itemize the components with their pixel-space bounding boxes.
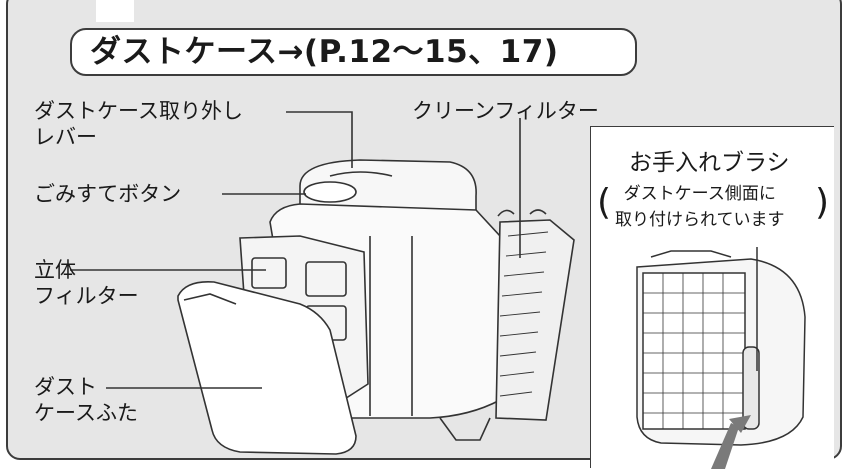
label-solid-filter-line2: フィルター [34,284,139,308]
paren-left: ( [597,182,612,223]
release-lever-shape [329,171,393,177]
inset-note-line2: 取り付けられています [615,210,785,230]
label-case-cover-line1: ダスト [34,375,97,399]
label-solid-filter: 立体 フィルター [34,257,139,309]
inset-note: ダストケース側面に 取り付けられています [615,181,785,233]
label-release-lever-line1: ダストケース取り外し [34,99,243,123]
inset-brush-shape [742,346,760,430]
label-trash-button: ごみすてボタン [34,182,182,206]
frame-tab [96,0,134,22]
clean-filter-shape [495,219,575,421]
case-cover-shape [177,280,357,455]
section-title: ダストケース→(P.12〜15、17) [70,28,637,76]
inset-title: お手入れブラシ [629,150,790,176]
brush-inset: お手入れブラシ ( ) ダストケース側面に 取り付けられています [590,126,834,469]
pointer-arrow [711,423,739,469]
label-case-cover-line2: ケースふた [34,401,138,425]
inset-note-line1: ダストケース側面に [623,184,776,204]
label-release-lever: ダストケース取り外し レバー [34,98,243,150]
leader-release-lever [286,111,353,168]
inset-illustration [636,247,806,469]
inset-filter-grid [642,272,746,430]
paren-right: ) [815,182,830,223]
label-case-cover: ダスト ケースふた [34,374,138,426]
label-release-lever-line2: レバー [34,125,97,149]
label-solid-filter-line1: 立体 [34,258,76,282]
trash-button-shape [303,181,357,203]
label-clean-filter: クリーンフィルター [412,99,599,123]
